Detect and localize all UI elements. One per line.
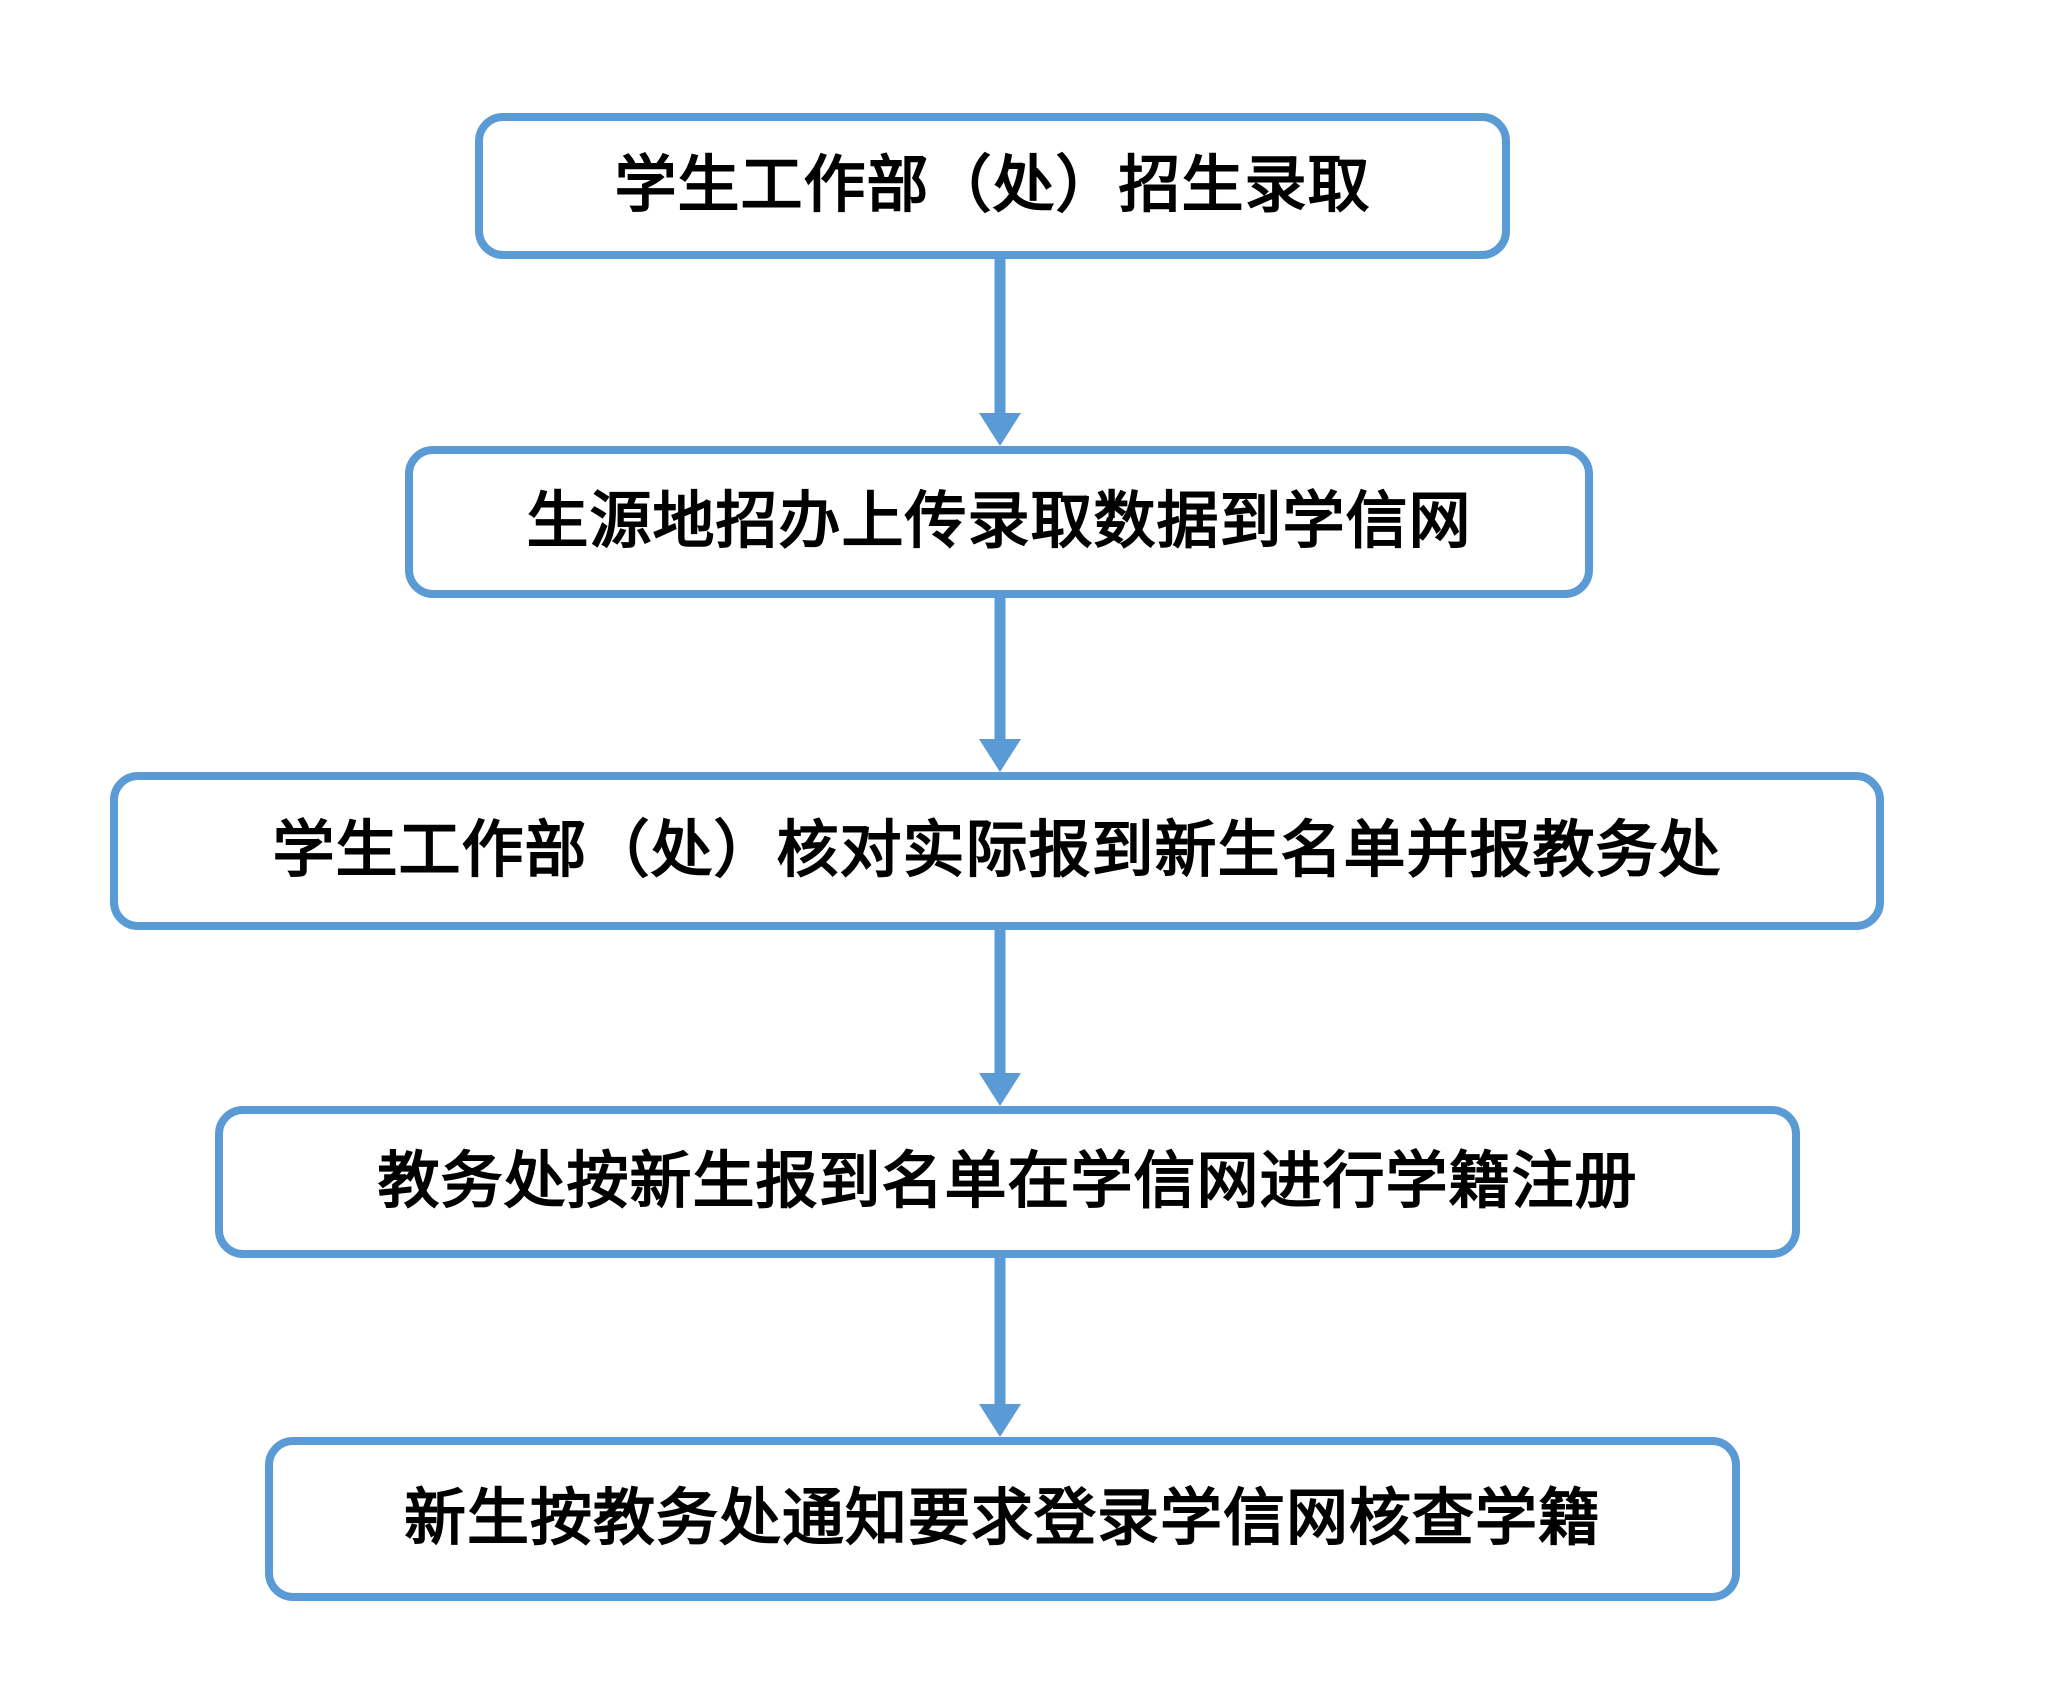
flow-node-register-status: 教务处按新生报到名单在学信网进行学籍注册 (215, 1106, 1800, 1258)
arrow-down-icon (979, 739, 1021, 772)
arrow-line (994, 259, 1006, 420)
arrow-down-icon (979, 413, 1021, 446)
flow-node-verify-list: 学生工作部（处）核对实际报到新生名单并报教务处 (110, 772, 1884, 930)
flow-node-upload-data: 生源地招办上传录取数据到学信网 (405, 446, 1593, 598)
flow-node-admission: 学生工作部（处）招生录取 (475, 113, 1510, 259)
connector-arrow-3 (978, 930, 1022, 1106)
flow-node-student-check: 新生按教务处通知要求登录学信网核查学籍 (265, 1437, 1740, 1601)
flow-node-label: 生源地招办上传录取数据到学信网 (526, 486, 1472, 556)
arrow-line (994, 1258, 1006, 1411)
flow-node-label: 教务处按新生报到名单在学信网进行学籍注册 (377, 1146, 1638, 1216)
arrow-down-icon (979, 1073, 1021, 1106)
flow-node-label: 学生工作部（处）招生录取 (614, 150, 1371, 220)
flow-node-label: 学生工作部（处）核对实际报到新生名单并报教务处 (272, 815, 1722, 885)
connector-arrow-4 (978, 1258, 1022, 1437)
arrow-line (994, 598, 1006, 746)
connector-arrow-1 (978, 259, 1022, 446)
connector-arrow-2 (978, 598, 1022, 772)
flow-node-label: 新生按教务处通知要求登录学信网核查学籍 (403, 1483, 1601, 1553)
arrow-down-icon (979, 1404, 1021, 1437)
arrow-line (994, 930, 1006, 1080)
